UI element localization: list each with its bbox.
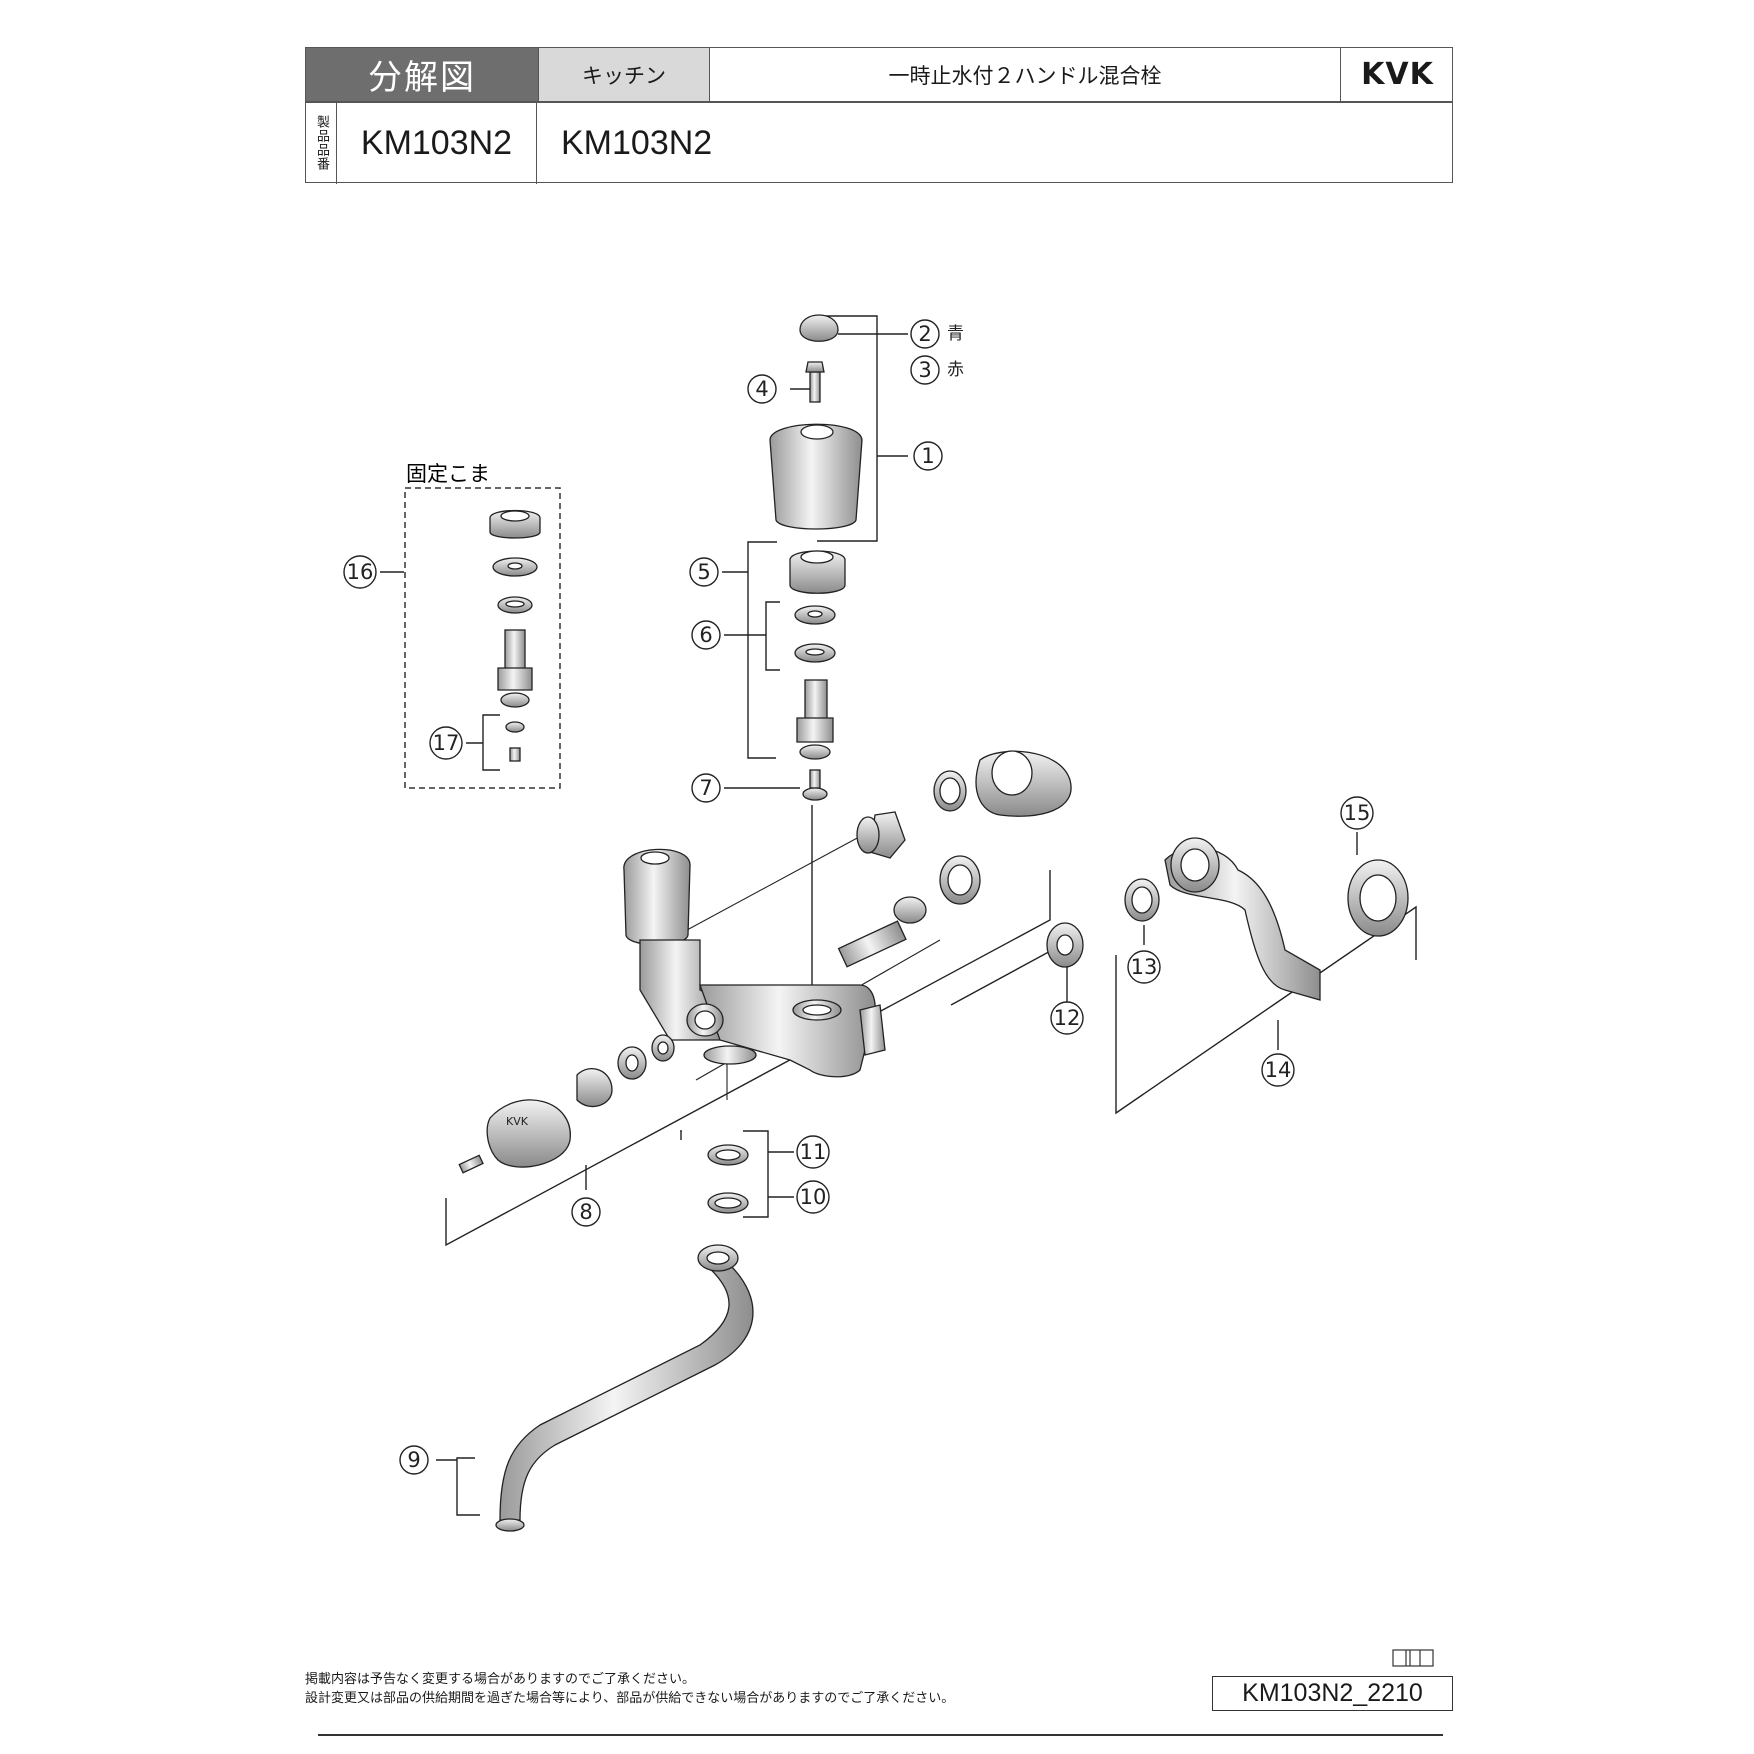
footer-note-1: 掲載内容は予告なく変更する場合がありますのでご了承ください。 <box>305 1672 696 1687</box>
document-code: KM103N2_2210 <box>1212 1676 1453 1711</box>
spout <box>495 1244 754 1532</box>
callout-10: 10 <box>796 1180 830 1214</box>
product-name: 一時止水付２ハンドル混合栓 <box>710 48 1341 101</box>
footer-notes: 掲載内容は予告なく変更する場合がありますのでご了承ください。 設計変更又は部品の… <box>305 1670 954 1708</box>
svg-text:14: 14 <box>1265 1058 1292 1082</box>
faucet-top <box>802 787 828 801</box>
spindle <box>804 679 828 723</box>
lever-screw <box>458 1154 484 1174</box>
svg-text:15: 15 <box>1344 801 1371 825</box>
callout-3: 3 <box>910 355 940 385</box>
header-table: 分解図 キッチン 一時止水付２ハンドル混合栓 KVK 製品品番 KM103N2 … <box>305 47 1453 184</box>
faucet-top-screw <box>809 769 821 789</box>
model-variant: KM103N2 <box>561 123 713 162</box>
document-icon <box>1392 1649 1434 1667</box>
handle-body <box>769 423 863 530</box>
fixed-spindle <box>504 629 526 671</box>
svg-text:3: 3 <box>918 358 931 382</box>
callout-11: 11 <box>796 1135 830 1169</box>
callout-5: 5 <box>689 557 719 587</box>
svg-text:10: 10 <box>800 1185 827 1209</box>
callouts: 1 2 3 4 5 6 7 8 9 10 11 12 13 14 15 16 1… <box>343 319 1374 1475</box>
left-handle <box>623 848 691 946</box>
model-number: KM103N2 <box>337 102 537 184</box>
handle-cap <box>799 314 839 342</box>
callout-8: 8 <box>571 1197 601 1227</box>
svg-text:17: 17 <box>433 731 460 755</box>
svg-text:1: 1 <box>921 444 934 468</box>
side-nut <box>576 1068 613 1108</box>
fixed-top-label: 固定こま <box>406 462 490 486</box>
model-side-label: 製品品番 <box>306 102 337 184</box>
bottom-rule <box>318 1734 1443 1736</box>
svg-text:7: 7 <box>699 776 712 800</box>
callout-9: 9 <box>399 1445 429 1475</box>
category-label: キッチン <box>538 48 710 101</box>
page-title: 分解図 <box>306 48 538 101</box>
faucet-body <box>623 848 886 1078</box>
handle-screw <box>809 371 821 403</box>
lever-logo-text: KVK <box>506 1115 529 1128</box>
footer-note-2: 設計変更又は部品の供給期間を過ぎた場合等により、部品が供給できない場合があります… <box>305 1691 955 1706</box>
callout-17: 17 <box>429 726 463 760</box>
callout-7: 7 <box>691 773 721 803</box>
color-label-blue: 青 <box>947 324 964 344</box>
horizontal-spindle <box>837 920 907 968</box>
brand-logo: KVK <box>1361 57 1434 92</box>
callout-13: 13 <box>1127 950 1161 984</box>
callout-1: 1 <box>913 441 943 471</box>
svg-text:12: 12 <box>1054 1006 1081 1030</box>
lever-handle <box>486 1099 571 1168</box>
svg-text:8: 8 <box>579 1200 592 1224</box>
color-label-red: 赤 <box>947 360 964 380</box>
svg-text:11: 11 <box>800 1140 827 1164</box>
fixed-small-screw <box>509 747 521 762</box>
svg-text:6: 6 <box>699 623 712 647</box>
callout-4: 4 <box>747 374 777 404</box>
gland-nut <box>789 550 846 594</box>
svg-text:13: 13 <box>1131 955 1158 979</box>
callout-16: 16 <box>343 555 377 589</box>
svg-text:4: 4 <box>755 377 768 401</box>
model-side-label-text: 製品品番 <box>314 115 329 171</box>
callout-15: 15 <box>1340 796 1374 830</box>
callout-2: 2 <box>910 319 940 349</box>
svg-text:5: 5 <box>697 560 710 584</box>
callout-12: 12 <box>1050 1001 1084 1035</box>
callout-6: 6 <box>691 620 721 650</box>
fixed-small-washer <box>505 721 525 733</box>
callout-14: 14 <box>1261 1053 1295 1087</box>
svg-text:9: 9 <box>407 1448 420 1472</box>
bracket-handle-group <box>817 315 878 542</box>
fixed-top-box <box>404 487 561 789</box>
svg-text:2: 2 <box>918 322 931 346</box>
header-divider <box>306 101 1452 103</box>
svg-text:16: 16 <box>347 560 374 584</box>
